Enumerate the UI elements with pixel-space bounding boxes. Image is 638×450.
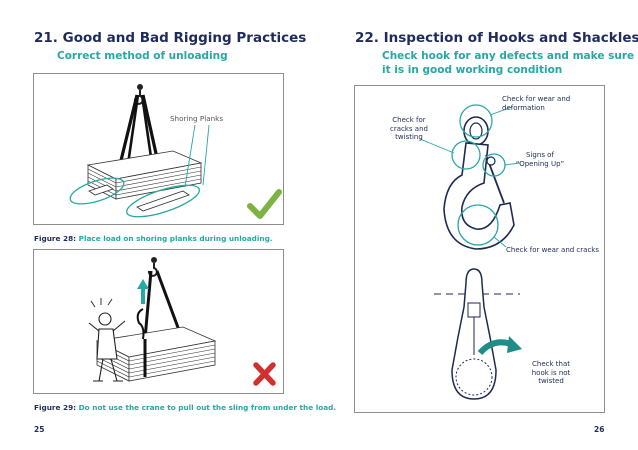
figure-29-illustration [88, 257, 276, 386]
note-opening-up: Signs of “Opening Up” [515, 151, 565, 168]
check-mark-icon [247, 189, 282, 219]
worker-figure [88, 312, 126, 382]
shoring-planks-label: Shoring Planks [170, 114, 224, 123]
left-page-subtitle: Correct method of unloading [57, 50, 228, 62]
figure-29-caption-label: Figure 29: [34, 403, 77, 412]
figure-28-caption-text: Place load on shoring planks during unlo… [78, 234, 273, 243]
figure-29-caption: Figure 29: Do not use the crane to pull … [34, 403, 336, 412]
right-page-number: 26 [594, 425, 605, 434]
note-cracks-twisting: Check for cracks and twisting [390, 116, 428, 141]
note-not-twisted: Check that hook is not twisted [531, 360, 571, 385]
figure-28-caption-label: Figure 28: [34, 234, 77, 243]
right-page-subtitle-line2: it is in good working condition [382, 64, 563, 76]
right-page-subtitle-line1: Check hook for any defects and make sure [382, 50, 635, 62]
hook-body [443, 142, 515, 250]
cross-mark-icon [253, 362, 276, 386]
hook-inspection-illustration [419, 104, 522, 400]
figure-28-illustration [69, 84, 282, 219]
figure-29-caption-text: Do not use the crane to pull out the sli… [78, 403, 337, 412]
left-page-number: 25 [34, 425, 45, 434]
note-wear-cracks: Check for wear and cracks [506, 246, 599, 254]
note-wear-deformation: Check for wear and deformation [502, 95, 571, 112]
figure-28-caption: Figure 28: Place load on shoring planks … [34, 234, 273, 243]
right-page-title: 22. Inspection of Hooks and Shackles [355, 30, 638, 46]
left-page-title: 21. Good and Bad Rigging Practices [34, 30, 307, 46]
